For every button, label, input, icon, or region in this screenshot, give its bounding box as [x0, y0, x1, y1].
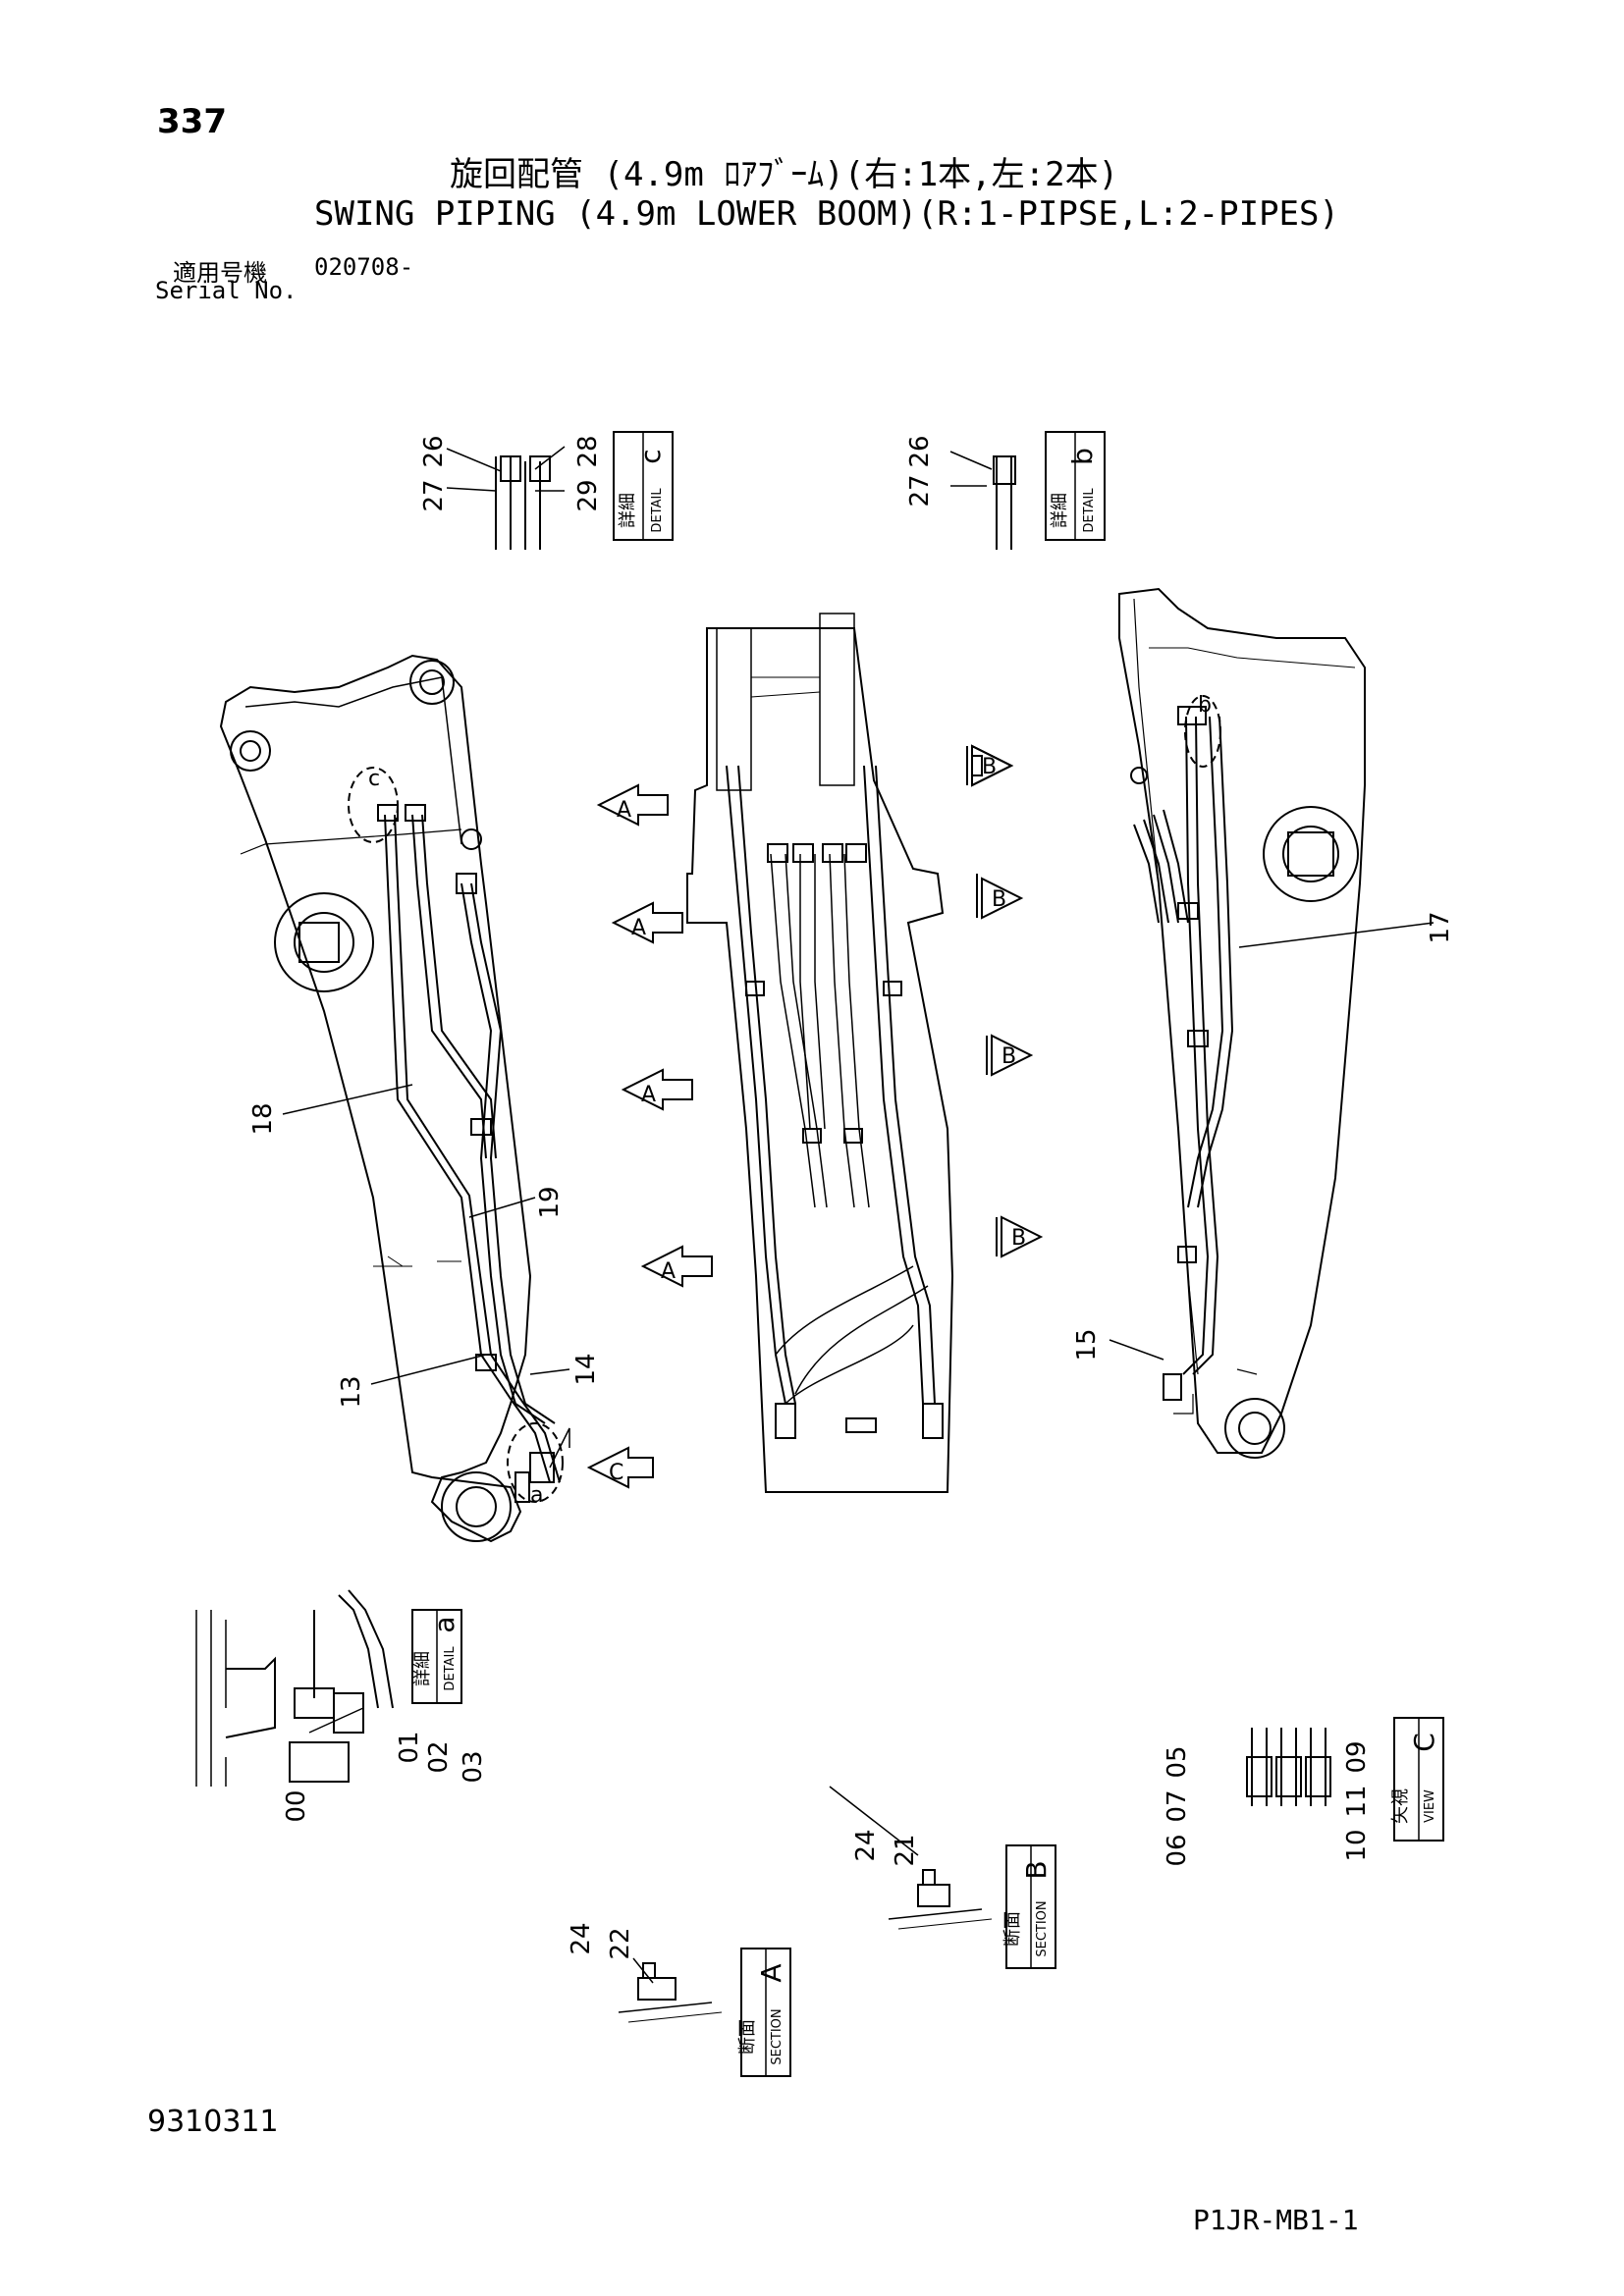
- detail-c-part-29: 29: [573, 479, 603, 511]
- section-a-label-en: SECTION: [770, 2008, 785, 2064]
- section-arrows: [586, 744, 1044, 1489]
- section-b-letter: B: [1020, 1860, 1053, 1879]
- detail-a-part-02: 02: [424, 1740, 454, 1773]
- section-b-label-en: SECTION: [1035, 1900, 1050, 1956]
- part-14: 14: [571, 1353, 601, 1385]
- marker-A-2: A: [631, 916, 646, 940]
- detail-a-part-01: 01: [395, 1731, 424, 1763]
- view-c-part-06: 06: [1163, 1834, 1192, 1866]
- view-c-part-07: 07: [1163, 1789, 1192, 1822]
- marker-A-1: A: [617, 798, 631, 823]
- serial-label-japanese: 適用号機: [173, 259, 267, 287]
- marker-B-1: B: [982, 755, 997, 779]
- part-18: 18: [248, 1102, 278, 1135]
- serial-value: 020708-: [314, 253, 414, 281]
- marker-B-3: B: [1001, 1044, 1016, 1069]
- title-english: SWING PIPING (4.9m LOWER BOOM)(R:1-PIPSE…: [314, 194, 1339, 234]
- leader-lines: [282, 446, 1435, 1984]
- view-c-part-11: 11: [1342, 1785, 1372, 1817]
- marker-A-3: A: [641, 1083, 656, 1107]
- detail-b-part-26: 26: [905, 435, 935, 467]
- detail-c-label-en: DETAIL: [650, 488, 665, 533]
- view-c-part-09: 09: [1342, 1740, 1372, 1773]
- detail-b-label-en: DETAIL: [1082, 488, 1097, 533]
- detail-a-drawing: [195, 1589, 462, 1787]
- view-c-letter: C: [1408, 1733, 1440, 1752]
- view-c-drawing: [1246, 1717, 1444, 1842]
- detail-a-part-03: 03: [459, 1750, 488, 1783]
- section-b-part-21: 21: [891, 1834, 920, 1866]
- detail-c-letter: c: [634, 449, 667, 463]
- marker-c-detail: c: [368, 767, 380, 791]
- detail-b-drawing: [993, 431, 1106, 550]
- marker-A-4: A: [661, 1259, 676, 1284]
- marker-C: C: [609, 1461, 623, 1485]
- detail-c-part-27: 27: [419, 479, 449, 511]
- view-c-part-10: 10: [1342, 1829, 1372, 1861]
- section-a-part-24: 24: [567, 1922, 596, 1954]
- right-boom-side-view: [1118, 587, 1366, 1459]
- section-b-part-24: 24: [851, 1829, 881, 1861]
- detail-b-letter: b: [1066, 448, 1099, 465]
- detail-b-part-27: 27: [905, 474, 935, 507]
- center-boom-top-view: [686, 613, 954, 1493]
- detail-a-label-en: DETAIL: [443, 1646, 458, 1691]
- view-c-part-05: 05: [1163, 1745, 1192, 1778]
- left-boom-side-view: [219, 654, 570, 1543]
- detail-c-part-26: 26: [419, 435, 449, 467]
- part-15: 15: [1072, 1328, 1102, 1361]
- page-number: 337: [157, 102, 227, 141]
- part-19: 19: [535, 1186, 565, 1218]
- section-a-letter: A: [755, 1963, 787, 1982]
- part-13: 13: [337, 1375, 366, 1408]
- detail-a-letter: a: [428, 1616, 460, 1632]
- part-17: 17: [1426, 911, 1455, 943]
- detail-a-part-00: 00: [282, 1789, 311, 1822]
- section-b-label-jp: 断面: [1002, 1911, 1023, 1947]
- detail-a-label-jp: 詳細: [412, 1651, 433, 1686]
- serial-label-english: Serial No.: [155, 277, 298, 304]
- detail-b-label-jp: 詳細: [1050, 493, 1070, 528]
- document-number: 9310311: [147, 2105, 279, 2139]
- view-c-label-en: VIEW: [1423, 1789, 1437, 1823]
- marker-b-detail: b: [1198, 693, 1212, 718]
- section-a-part-22: 22: [606, 1927, 635, 1959]
- section-a-label-jp: 断面: [737, 2019, 758, 2055]
- marker-a-detail: a: [530, 1483, 543, 1508]
- section-b-drawing: [888, 1844, 1056, 1969]
- marker-B-2: B: [992, 887, 1006, 912]
- detail-c-label-jp: 詳細: [618, 493, 638, 528]
- section-a-drawing: [618, 1948, 791, 2077]
- page-code: P1JR-MB1-1: [1193, 2204, 1359, 2236]
- title-japanese: 旋回配管 (4.9m ﾛｱﾌﾞｰﾑ)(右:1本,左:2本): [450, 155, 1119, 194]
- detail-c-part-28: 28: [573, 435, 603, 467]
- view-c-label-jp: 矢視: [1390, 1789, 1411, 1824]
- marker-B-4: B: [1011, 1226, 1026, 1251]
